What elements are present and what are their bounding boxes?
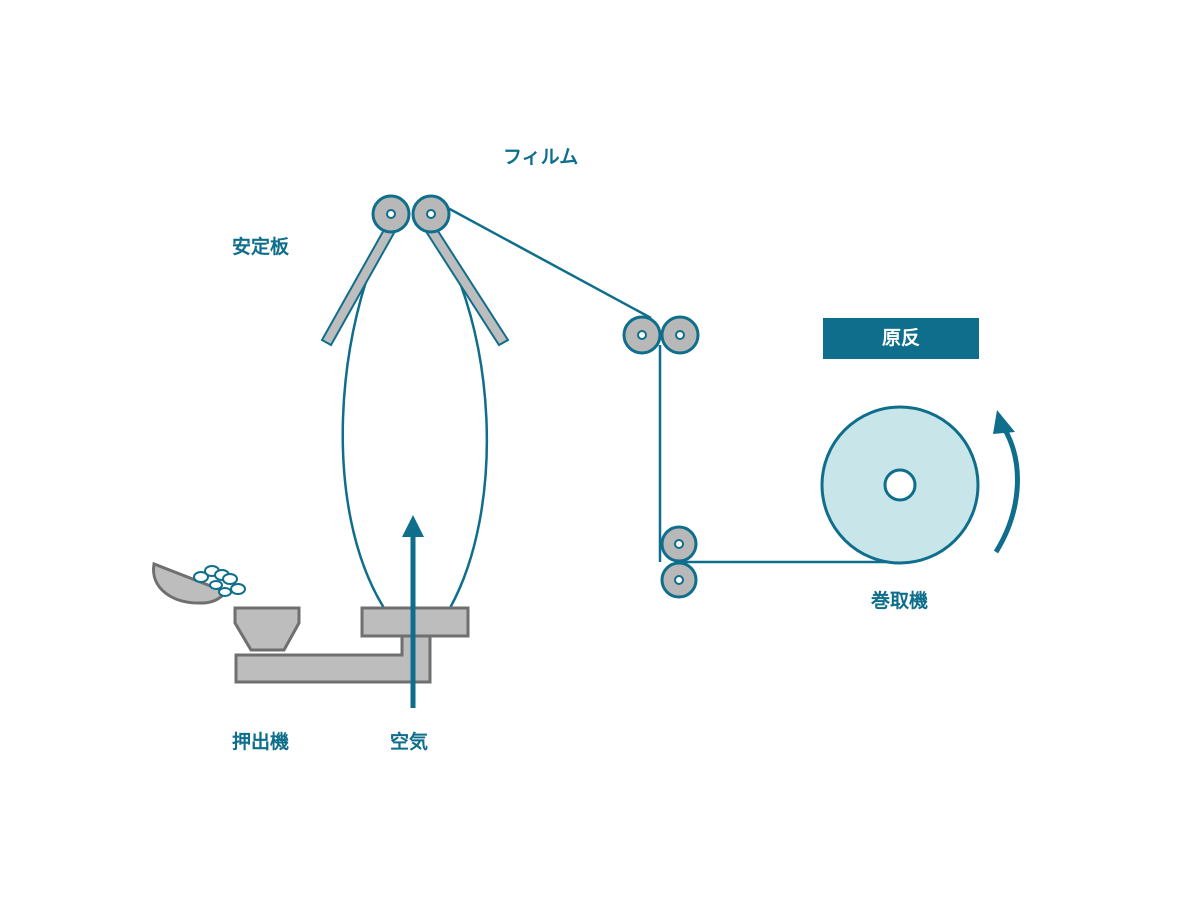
label-winder: 巻取機 xyxy=(871,590,929,612)
guide-rollers xyxy=(622,315,700,355)
roller-icon xyxy=(660,561,698,599)
label-air: 空気 xyxy=(390,731,429,753)
roller-icon xyxy=(660,315,700,355)
original-roll-label: 原反 xyxy=(881,327,920,349)
winding-roll xyxy=(820,405,980,565)
roller-icon xyxy=(411,194,451,234)
label-stabilizer: 安定板 xyxy=(232,236,290,258)
original-roll-badge: 原反 xyxy=(823,318,979,359)
roller-icon xyxy=(660,525,698,563)
nip-rollers xyxy=(371,194,451,234)
lower-rollers xyxy=(660,525,698,599)
roller-icon xyxy=(371,194,411,234)
roller-icon xyxy=(622,315,662,355)
arrow-up-icon xyxy=(402,515,424,708)
label-extruder: 押出機 xyxy=(232,731,290,753)
film-path xyxy=(445,205,900,564)
stabilizer-plates xyxy=(320,226,510,347)
label-film: フィルム xyxy=(503,146,579,168)
extruder-machine xyxy=(233,606,470,684)
pellets-icon xyxy=(152,561,246,605)
rotation-arrow-icon xyxy=(993,410,1020,554)
